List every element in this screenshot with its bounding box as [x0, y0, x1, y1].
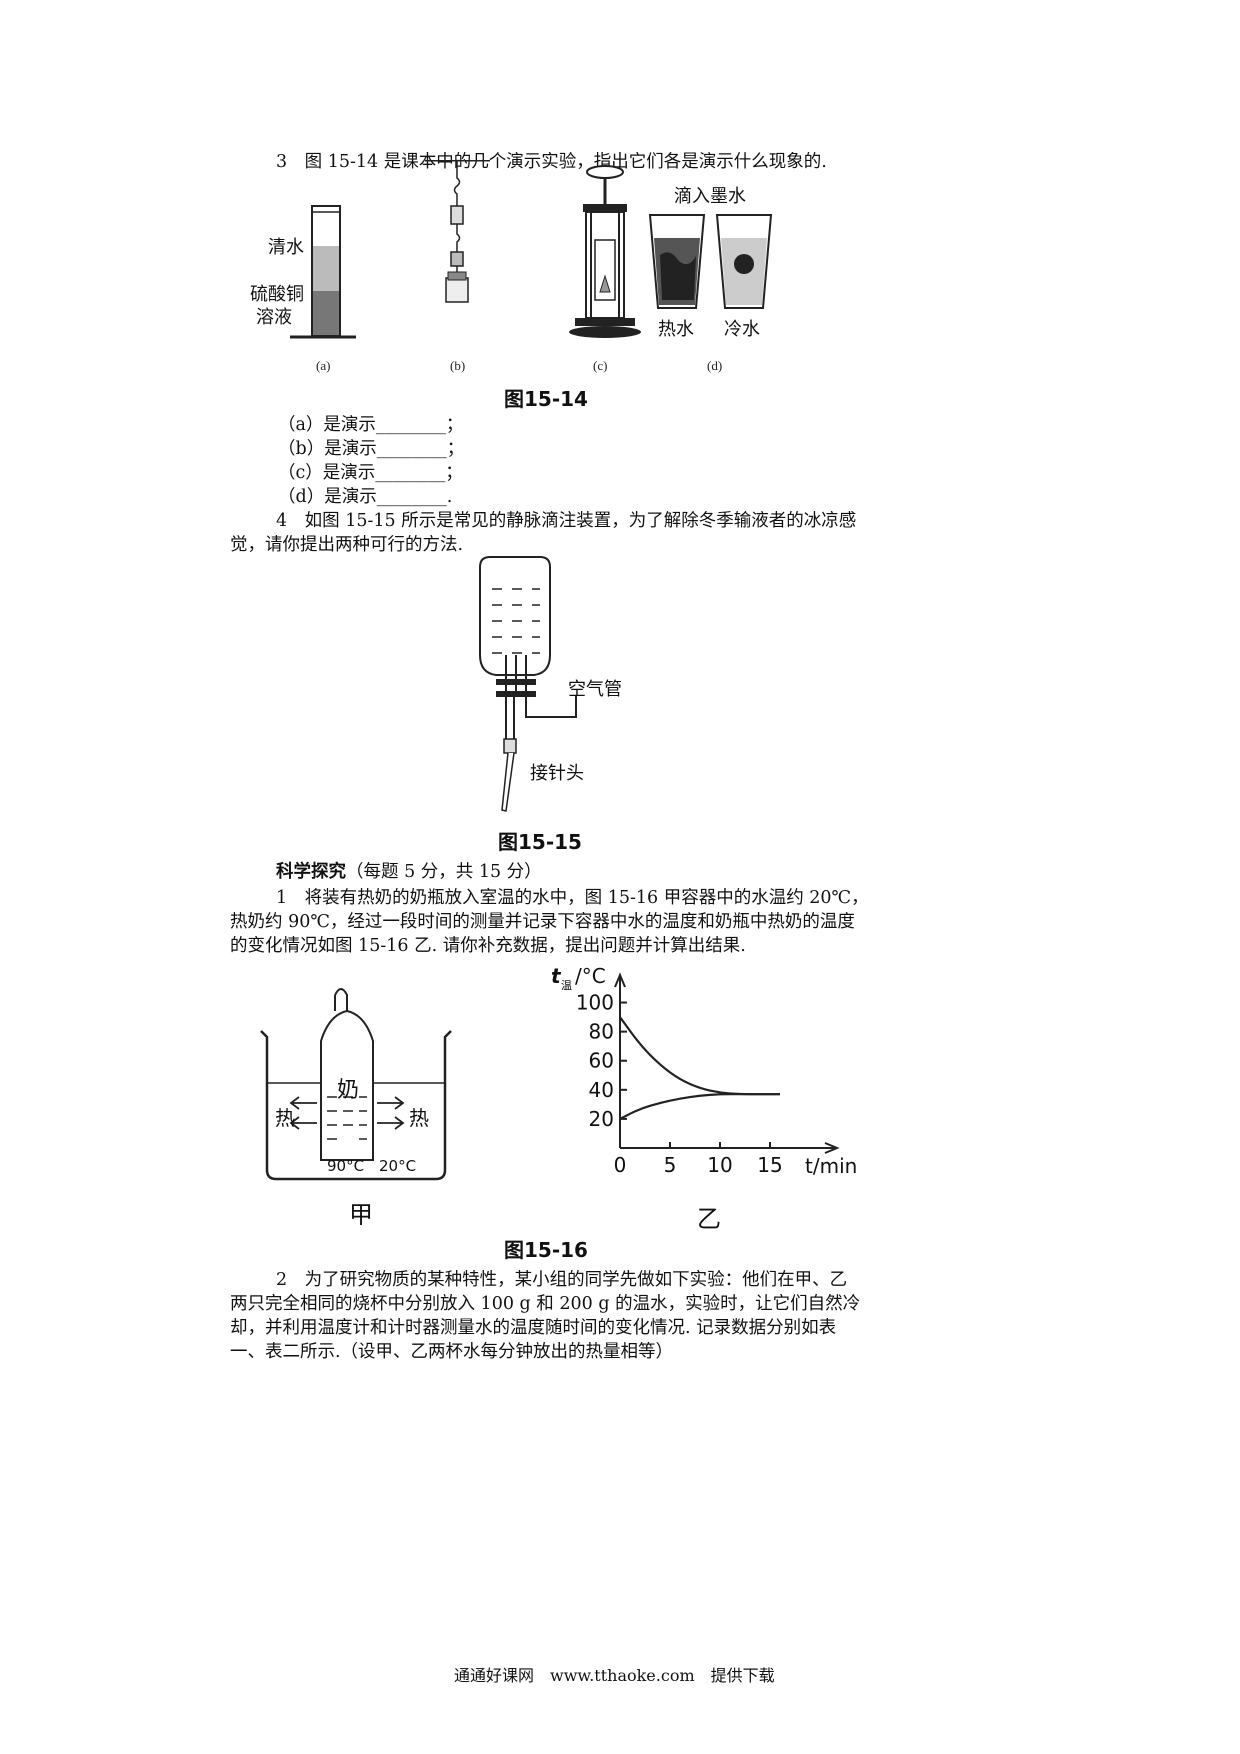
chart-ylabel-unit: /°C — [575, 965, 606, 988]
label-heat-right: 热 — [409, 1106, 429, 1130]
q3-text: 3 图 15-14 是课本中的几个演示实验，指出它们各是演示什么现象的. — [276, 152, 827, 172]
caption-15-16: 图15-16 — [504, 1238, 588, 1262]
compression-igniter-figure — [569, 165, 641, 338]
s1-line3: 的变化情况如图 15-16 乙. 请你补充数据，提出问题并计算出结果. — [230, 936, 746, 956]
y-tick-label: 20 — [589, 1107, 614, 1131]
label-water: 清水 — [268, 237, 304, 258]
answer-d: （d）是演示________. — [278, 487, 453, 507]
s1-line2: 热奶约 90℃，经过一段时间的测量并记录下容器中水的温度和奶瓶中热奶的温度 — [230, 912, 855, 932]
label-hot: 热水 — [658, 319, 694, 340]
section-note: （每题 5 分，共 15 分） — [346, 862, 542, 882]
x-axis-arrow — [824, 1142, 840, 1154]
ink-beakers-figure — [648, 214, 773, 309]
q4-line1: 4 如图 15-15 所示是常见的静脉滴注装置，为了解除冬季输液者的冰凉感 — [276, 511, 857, 531]
figure-15-16-left: 奶 热 热 90°C 20°C 甲 — [260, 988, 452, 1225]
chart-ylabel-t: t — [551, 965, 562, 988]
sub-b: (b) — [450, 358, 465, 373]
x-tick-label: 15 — [757, 1153, 782, 1177]
x-tick-label: 5 — [664, 1153, 677, 1177]
s2-line3: 却，并利用温度计和计时器测量水的温度随时间的变化情况. 记录数据分别如表 — [230, 1318, 837, 1338]
label-cuso4-1: 硫酸铜 — [250, 284, 304, 305]
sub-c: (c) — [593, 358, 607, 373]
s2-line2: 两只完全相同的烧杯中分别放入 100 g 和 200 g 的温水，实验时，让它们… — [230, 1294, 861, 1314]
hanging-weights-figure — [425, 160, 490, 303]
label-heat-left: 热 — [275, 1106, 295, 1130]
label-milk: 奶 — [337, 1078, 359, 1103]
series-line-1 — [619, 1016, 780, 1096]
y-tick-label: 60 — [589, 1049, 614, 1073]
s2-line4: 一、表二所示.（设甲、乙两杯水每分钟放出的热量相等） — [230, 1342, 674, 1362]
section-title: 科学探究 — [276, 862, 346, 882]
footer-credit: 通通好课网 www.tthaoke.com 提供下载 — [454, 1666, 775, 1685]
label-cuso4-2: 溶液 — [256, 307, 292, 328]
q4-line2: 觉，请你提出两种可行的方法. — [230, 535, 464, 555]
label-needle: 接针头 — [530, 763, 584, 784]
sub-d: (d) — [707, 358, 722, 373]
y-axis-arrow — [614, 972, 626, 988]
caption-15-15: 图15-15 — [498, 830, 582, 854]
x-tick-label: 0 — [614, 1153, 627, 1177]
figure-15-15: 空气管 接针头 — [479, 556, 622, 812]
chart-axes — [614, 972, 840, 1154]
chart-series — [619, 1016, 780, 1120]
chart-sub-yi: 乙 — [697, 1205, 721, 1233]
caption-15-14: 图15-14 — [504, 387, 588, 411]
label-20c: 20°C — [379, 1157, 416, 1175]
chart-ylabel-sub: 温 — [561, 979, 572, 992]
y-tick-label: 40 — [589, 1078, 614, 1102]
s1-line1: 1 将装有热奶的奶瓶放入室温的水中，图 15-16 甲容器中的水温约 20℃， — [276, 888, 869, 908]
sub-jia: 甲 — [349, 1201, 373, 1225]
label-90c: 90°C — [327, 1157, 364, 1175]
answer-b: （b）是演示________； — [278, 439, 465, 459]
y-tick-label: 100 — [576, 991, 614, 1015]
cylinder-figure — [290, 205, 356, 339]
answer-a: （a）是演示________； — [278, 415, 464, 435]
chart-xlabel: t/min — [805, 1154, 857, 1178]
chart-ticks: 20 40 60 80 100 0 5 10 15 — [576, 991, 783, 1177]
figure-15-16-chart: 20 40 60 80 100 0 5 10 15 t 温 /°C t/min 乙 — [551, 965, 857, 1233]
y-tick-label: 80 — [589, 1020, 614, 1044]
answer-c: （c）是演示________； — [278, 463, 463, 483]
s2-line1: 2 为了研究物质的某种特性，某小组的同学先做如下实验：他们在甲、乙 — [276, 1270, 848, 1290]
label-ink: 滴入墨水 — [674, 186, 746, 207]
iv-drip-figure — [479, 556, 577, 812]
label-air-tube: 空气管 — [568, 679, 622, 700]
section-heading: 科学探究（每题 5 分，共 15 分） — [276, 860, 542, 884]
figure-15-14: 清水 硫酸铜 溶液 (a) (b) (c) — [250, 160, 773, 373]
sub-a: (a) — [316, 358, 330, 373]
series-line-2 — [619, 1093, 780, 1120]
beaker-milk-bottle-figure — [260, 988, 452, 1181]
label-cold: 冷水 — [724, 319, 760, 340]
x-tick-label: 10 — [707, 1153, 732, 1177]
